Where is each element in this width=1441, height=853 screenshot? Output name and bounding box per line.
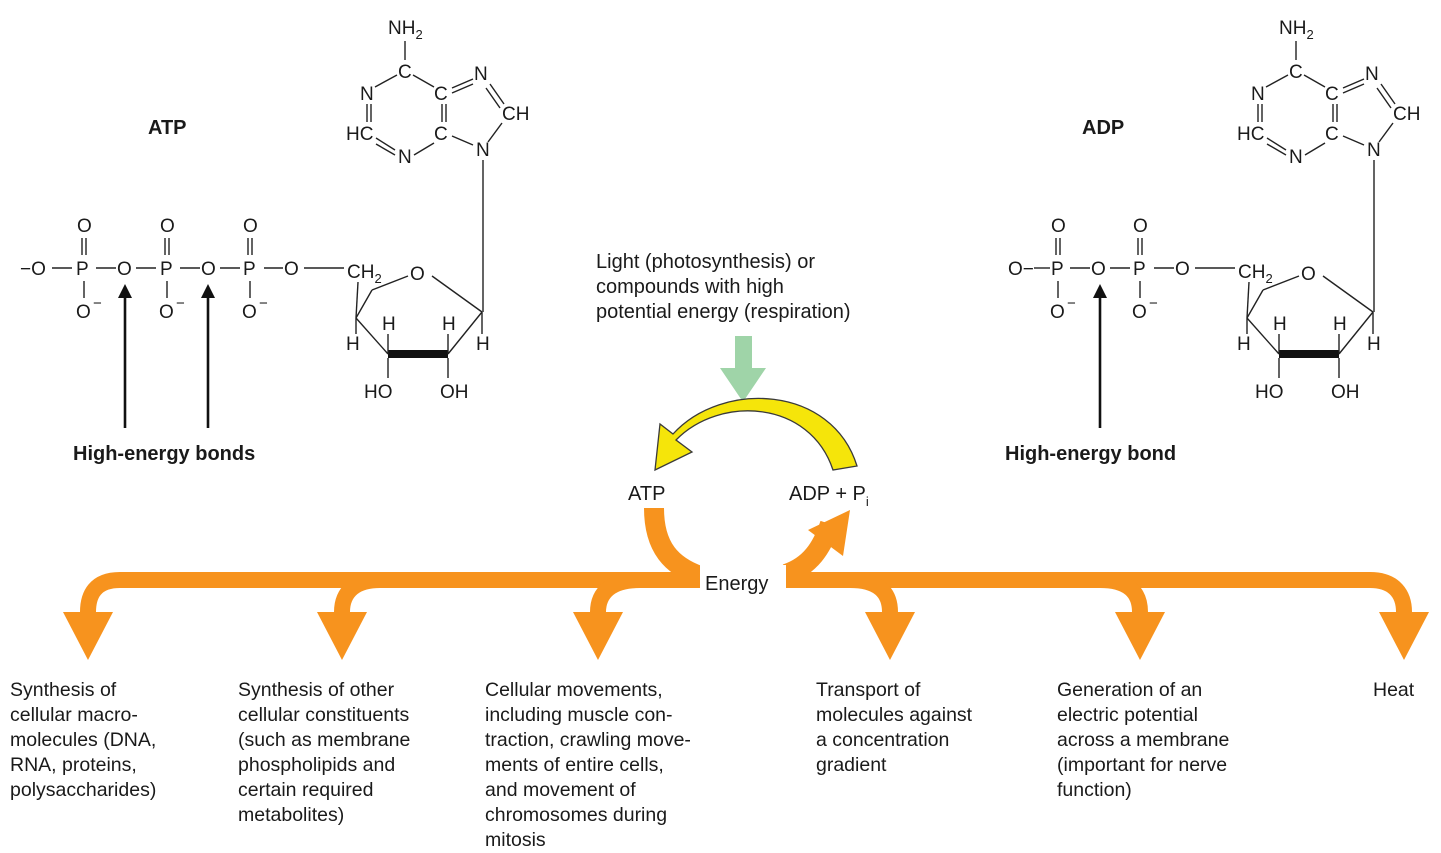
svg-text:N: N [360,84,374,105]
svg-text:C: C [434,84,448,105]
svg-text:O: O [410,264,425,285]
svg-text:CH: CH [1393,104,1420,125]
use-constituent-synthesis: Synthesis of other cellular constituents… [238,679,411,826]
svg-text:P: P [1051,259,1064,280]
orange-arrowheads [63,510,1429,660]
svg-text:P: P [1133,259,1146,280]
energy-source-label: Light (photosynthesis) or compounds with… [596,251,851,323]
nh2-label: NH2 [388,18,423,42]
ch2-right: CH2 [1238,262,1273,286]
atp-cycle-label: ATP [628,483,665,505]
svg-text:HC: HC [1237,124,1264,145]
svg-text:CH: CH [502,104,529,125]
svg-text:C: C [434,124,448,145]
svg-text:O: O [242,302,257,323]
svg-text:C: C [398,62,412,83]
svg-text:P: P [160,259,173,280]
svg-text:N: N [1367,140,1381,161]
orange-energy-arrows [80,507,1412,613]
svg-text:H: H [1367,334,1381,355]
svg-text:OH: OH [440,382,469,403]
svg-text:O: O [1133,216,1148,237]
use-transport: Transport of molecules against a concent… [816,679,973,776]
svg-text:O: O [117,259,132,280]
ribose-left: O H H H H HO OH CH2 [346,262,490,403]
energy-source-line-2: compounds with high [596,276,784,298]
svg-text:−: − [176,295,185,312]
svg-text:P: P [76,259,89,280]
svg-text:C: C [1325,124,1339,145]
high-energy-bond-arrow-right [1093,284,1107,428]
svg-text:H: H [476,334,490,355]
svg-text:H: H [1273,314,1287,335]
adenine-left: NH2 C N HC N C C N CH N [346,18,529,312]
svg-text:H: H [442,314,456,335]
svg-text:HO: HO [364,382,393,403]
energy-input-arrow [720,336,766,402]
use-macromolecule-synthesis: Synthesis of cellular macro- molecules (… [10,679,157,801]
svg-text:N: N [474,64,488,85]
high-energy-bond-label: High-energy bond [1005,443,1176,465]
svg-text:−: − [1067,295,1076,312]
energy-source-line-1: Light (photosynthesis) or [596,251,815,273]
svg-text:P: P [243,259,256,280]
use-cellular-movements: Cellular movements, including muscle con… [485,679,691,851]
svg-text:O: O [201,259,216,280]
atp-structure: ATP NH2 C N HC N C C N CH [20,18,529,465]
triphosphate-chain: −O P O O − O P O O − O P O [20,216,344,323]
svg-text:H: H [1237,334,1251,355]
energy-label: Energy [705,573,768,595]
high-energy-bonds-label: High-energy bonds [73,443,255,465]
svg-text:O: O [1301,264,1316,285]
svg-text:O: O [1132,302,1147,323]
svg-text:O: O [243,216,258,237]
svg-text:N: N [1289,147,1303,168]
svg-text:C: C [1325,84,1339,105]
svg-text:HO: HO [1255,382,1284,403]
energy-cycle: Light (photosynthesis) or compounds with… [63,251,1429,660]
svg-text:H: H [382,314,396,335]
svg-text:−: − [1149,295,1158,312]
adp-title: ADP [1082,117,1124,139]
atp-title: ATP [148,117,187,139]
high-energy-bond-arrows [118,284,215,428]
svg-text:N: N [476,140,490,161]
adp-pi-label: ADP + Pi [789,483,869,509]
adp-structure: ADP NH2 C N HC N C C N CH N [1005,18,1420,465]
svg-text:H: H [1333,314,1347,335]
svg-text:O: O [1091,259,1106,280]
svg-text:OH: OH [1331,382,1360,403]
svg-text:O: O [1175,259,1190,280]
svg-text:O−: O− [1008,259,1034,280]
energy-source-line-3: potential energy (respiration) [596,301,851,323]
svg-text:−O: −O [20,259,46,280]
svg-text:H: H [346,334,360,355]
svg-text:HC: HC [346,124,373,145]
svg-text:C: C [1289,62,1303,83]
svg-text:O: O [284,259,299,280]
svg-text:−: − [259,295,268,312]
svg-text:N: N [1365,64,1379,85]
svg-text:O: O [1051,216,1066,237]
svg-text:N: N [1251,84,1265,105]
use-heat: Heat [1373,679,1415,701]
ch2-left: CH2 [347,262,382,286]
svg-text:O: O [76,302,91,323]
adenine-right: NH2 C N HC N C C N CH N [1237,18,1420,403]
svg-text:O: O [77,216,92,237]
diphosphate-chain: O− P O O − O P O O − O [1008,216,1235,323]
svg-text:O: O [159,302,174,323]
svg-text:N: N [398,147,412,168]
svg-text:−: − [93,295,102,312]
yellow-cycle-arrow [654,397,858,472]
use-electric-potential: Generation of an electric potential acro… [1057,679,1230,801]
svg-text:O: O [1050,302,1065,323]
svg-text:O: O [160,216,175,237]
nh2-label-right: NH2 [1279,18,1314,42]
